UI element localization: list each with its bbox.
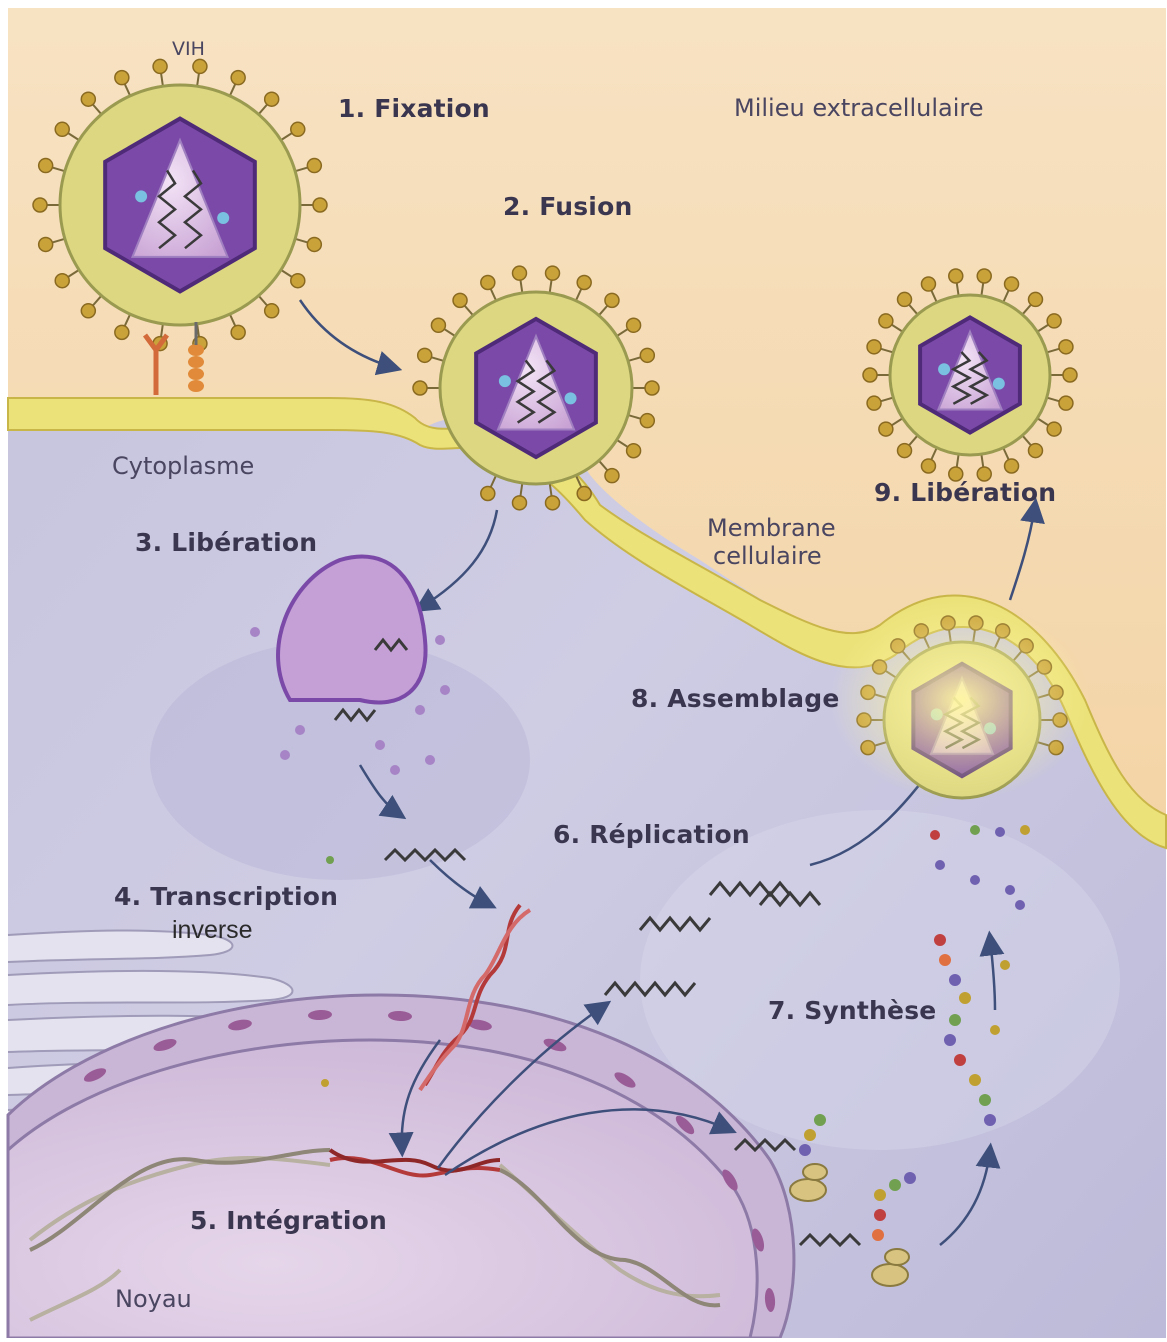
step-2-fusion-label: 2. Fusion xyxy=(503,192,632,221)
extracellular-label: Milieu extracellulaire xyxy=(734,94,984,122)
cytoplasm-label: Cytoplasme xyxy=(112,452,254,480)
step-1-fixation-label: 1. Fixation xyxy=(338,94,490,123)
membrane-label-line2: cellulaire xyxy=(713,542,822,570)
step-7-synthese-label: 7. Synthèse xyxy=(768,996,936,1025)
step-6-replication-label: 6. Réplication xyxy=(553,820,750,849)
step-9-liberation-label: 9. Libération xyxy=(874,478,1056,507)
vih-label: VIH xyxy=(172,38,205,60)
step-3-liberation-label: 3. Libération xyxy=(135,528,317,557)
nucleus-label: Noyau xyxy=(115,1285,192,1313)
step-4-transcription-label: 4. Transcription xyxy=(114,882,338,911)
step-5-integration-label: 5. Intégration xyxy=(190,1206,387,1235)
step-4-inverse-label: inverse xyxy=(172,916,253,945)
membrane-label-line1: Membrane xyxy=(707,514,836,542)
step-8-assemblage-label: 8. Assemblage xyxy=(631,684,840,713)
budding-glow xyxy=(830,600,1090,800)
